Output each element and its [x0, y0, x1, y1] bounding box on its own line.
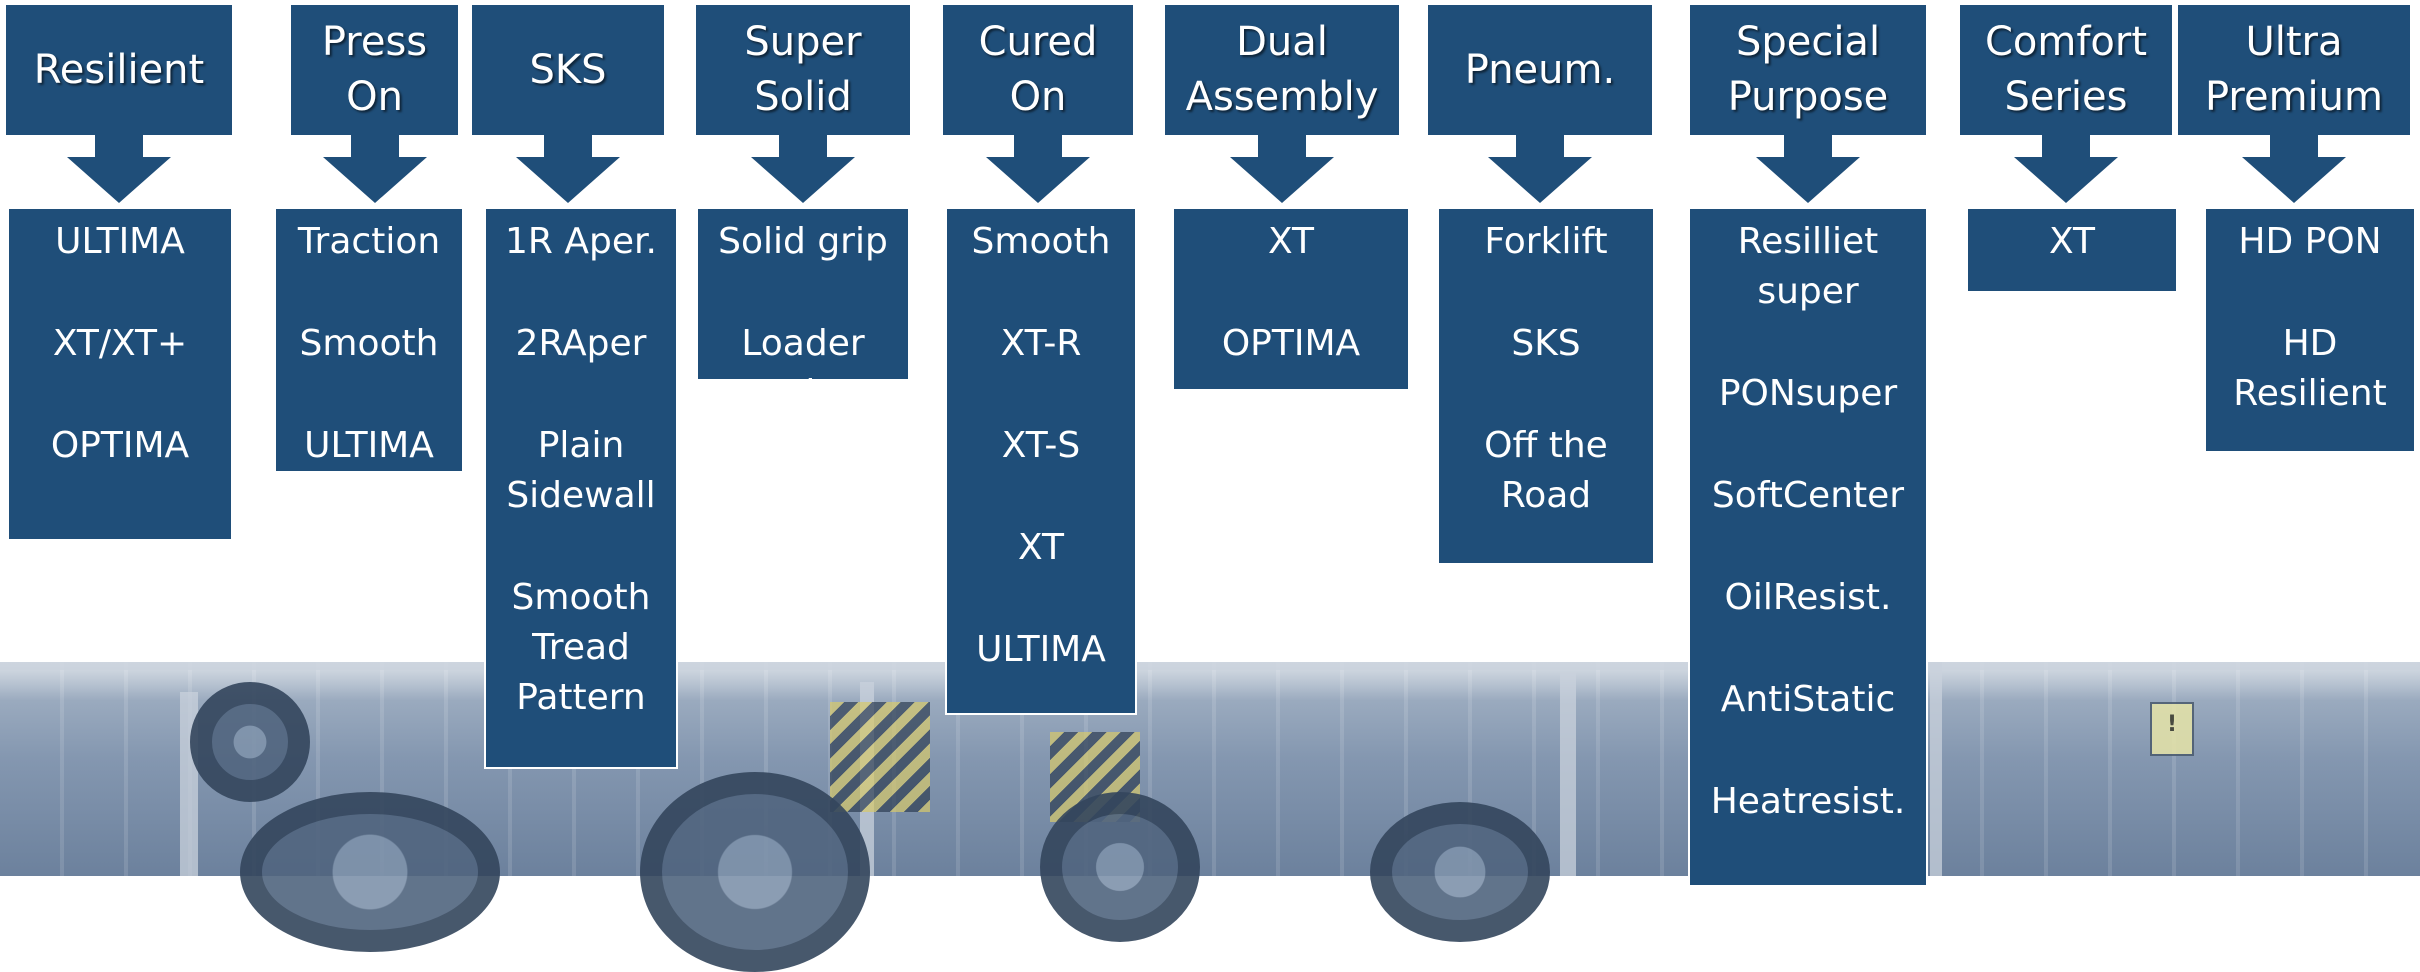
product-item: Smooth — [299, 323, 439, 364]
product-item: Solid grip — [718, 221, 888, 262]
product-item: HD Resilient — [2233, 323, 2387, 414]
product-item: SKS — [1511, 323, 1581, 364]
product-item: ULTIMA — [304, 425, 434, 466]
product-item: Resilliet super — [1737, 221, 1879, 312]
category-header: Pneum. — [1428, 5, 1652, 135]
product-item: Smooth Tread Pattern — [511, 577, 651, 718]
category-header: Dual Assembly — [1165, 5, 1399, 135]
product-item: Traction — [297, 221, 441, 262]
product-list-box: ULTIMA XT/XT+ OPTIMA — [7, 207, 233, 541]
product-item: Plain Sidewall — [506, 425, 656, 516]
product-item: OPTIMA — [1221, 323, 1361, 364]
product-list-box: XT — [1966, 207, 2178, 293]
product-item: XT/XT+ — [52, 323, 188, 364]
product-item: XT-R — [1000, 323, 1082, 364]
product-item: Smooth — [971, 221, 1111, 262]
product-item: XT-S — [1001, 425, 1081, 466]
product-item: XT — [2048, 221, 2096, 262]
category-header: Special Purpose — [1690, 5, 1926, 135]
product-item: OPTIMA — [50, 425, 190, 466]
product-list-box: XT OPTIMA — [1172, 207, 1410, 391]
product-item: PONsuper — [1718, 373, 1898, 414]
product-item: Off the Road — [1484, 425, 1608, 516]
product-item: XT — [1267, 221, 1315, 262]
category-header: Cured On — [943, 5, 1133, 135]
product-item: AntiStatic — [1720, 679, 1896, 720]
product-item: ULTIMA — [55, 221, 185, 262]
product-item: 2RAper — [515, 323, 647, 364]
category-header: Super Solid — [696, 5, 910, 135]
product-item: SoftCenter — [1711, 475, 1905, 516]
product-item: Loader grip — [741, 323, 865, 414]
product-item: 1R Aper. — [505, 221, 657, 262]
category-header: Ultra Premium — [2178, 5, 2410, 135]
product-item: OilResist. — [1724, 577, 1892, 618]
product-item: ULTIMA — [976, 629, 1106, 670]
product-item: Heatresist. — [1710, 781, 1906, 822]
category-header: Comfort Series — [1960, 5, 2172, 135]
product-item: HD PON — [2238, 221, 2382, 262]
category-header: Press On — [291, 5, 458, 135]
category-header: SKS — [472, 5, 664, 135]
category-header: Resilient — [6, 5, 232, 135]
product-list-box: HD PON HD Resilient — [2204, 207, 2416, 453]
product-item: XT — [1017, 527, 1065, 568]
product-item: Forklift — [1484, 221, 1608, 262]
warehouse-background-photo — [0, 662, 2420, 972]
